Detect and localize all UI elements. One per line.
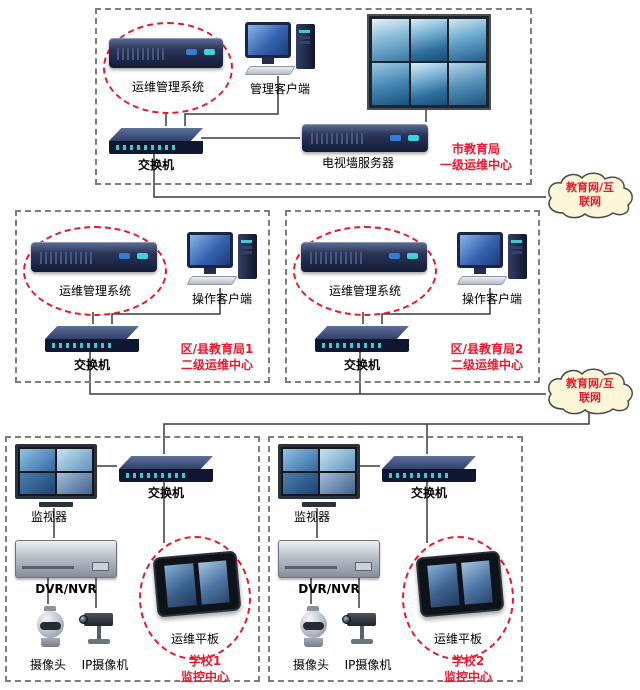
cloud-label-line: 联网 — [579, 195, 601, 208]
district-switch-icon — [315, 326, 409, 352]
cloud-label-line: 教育网/互 — [565, 377, 615, 391]
title-line: 二级运维中心 — [180, 357, 253, 372]
district-switch-label: 交换机 — [73, 358, 110, 372]
internet-cloud-1: 教育网/互 联网 — [543, 170, 637, 220]
cloud-label-line: 教育网/互 — [565, 181, 615, 195]
district-switch-label: 交换机 — [343, 358, 380, 372]
title-line: 区/县教育局1 — [180, 342, 254, 356]
school-switch-icon — [382, 456, 476, 482]
ip-camera-icon — [340, 608, 384, 648]
cloud-label: 教育网/互 联网 — [543, 366, 637, 416]
dome-camera-icon — [295, 606, 331, 654]
ip-camera-icon — [77, 608, 121, 648]
city-switch-icon — [109, 128, 203, 154]
district-center-title: 区/县教育局1 二级运维中心 — [165, 342, 269, 373]
city-switch-label: 交换机 — [137, 158, 174, 172]
tablet-icon — [415, 550, 505, 618]
tablet-icon — [152, 550, 242, 618]
cloud-icon — [548, 172, 633, 219]
district-center-box-2: 运维管理系统 操作客户端 交换机 区/县教育局2 二级运维中心 — [285, 210, 540, 383]
school-switch-icon — [119, 456, 213, 482]
cloud-label: 教育网/互 联网 — [543, 170, 637, 220]
city-oms-label: 运维管理系统 — [131, 80, 204, 94]
title-line: 监控中心 — [443, 669, 492, 684]
dvr-icon — [15, 540, 117, 578]
dvr-icon — [278, 540, 380, 578]
district-oms-highlight-ellipse — [23, 226, 167, 316]
district-oms-server-icon — [301, 242, 427, 272]
management-client-label: 管理客户端 — [249, 82, 310, 96]
title-line: 市教育局 — [451, 142, 500, 156]
operator-client-label: 操作客户端 — [191, 292, 252, 306]
operator-client-label: 操作客户端 — [461, 292, 522, 306]
operator-client-icon — [456, 232, 527, 288]
monitor-label: 监视器 — [30, 510, 67, 524]
district-center-box-1: 运维管理系统 操作客户端 交换机 区/县教育局1 二级运维中心 — [15, 210, 270, 383]
tablet-label: 运维平板 — [170, 632, 219, 646]
tablet-highlight-ellipse — [139, 536, 251, 660]
operator-client-icon — [186, 232, 257, 288]
dvr-label: DVR/NVR — [298, 582, 360, 596]
district-oms-highlight-ellipse — [293, 226, 437, 316]
city-oms-server-icon — [109, 38, 223, 68]
district-oms-label: 运维管理系统 — [58, 284, 131, 298]
title-line: 区/县教育局2 — [450, 342, 524, 356]
school-title: 学校2 监控中心 — [416, 654, 520, 685]
monitor-label: 监视器 — [293, 510, 330, 524]
title-line: 学校1 — [188, 654, 222, 668]
school-title: 学校1 监控中心 — [153, 654, 257, 685]
ip-camera-label: IP摄像机 — [344, 658, 392, 672]
district-center-title: 区/县教育局2 二级运维中心 — [435, 342, 539, 373]
district-oms-label: 运维管理系统 — [328, 284, 401, 298]
tablet-highlight-ellipse — [402, 536, 514, 660]
tvwall-server-label: 电视墙服务器 — [321, 156, 394, 170]
tablet-label: 运维平板 — [433, 632, 482, 646]
tvwall-server-icon — [302, 124, 428, 152]
school-switch-label: 交换机 — [410, 486, 447, 500]
city-center-title: 市教育局 一级运维中心 — [427, 142, 525, 173]
school-switch-label: 交换机 — [147, 486, 184, 500]
monitor-icon — [278, 444, 360, 508]
dome-camera-label: 摄像头 — [292, 658, 329, 672]
district-switch-icon — [45, 326, 139, 352]
dvr-label: DVR/NVR — [35, 582, 97, 596]
monitor-icon — [15, 444, 97, 508]
district-oms-server-icon — [31, 242, 157, 272]
ip-camera-label: IP摄像机 — [81, 658, 129, 672]
video-wall-icon — [367, 14, 491, 110]
school-box-1: 监视器 交换机 DVR/NVR 摄像头 IP摄像机 运维平板 学校1 监控中心 — [5, 436, 260, 685]
title-line: 监控中心 — [180, 669, 229, 684]
cloud-label-line: 联网 — [579, 391, 601, 404]
cloud-icon — [548, 368, 633, 415]
dome-camera-label: 摄像头 — [29, 658, 66, 672]
dome-camera-icon — [32, 606, 68, 654]
internet-cloud-2: 教育网/互 联网 — [543, 366, 637, 416]
title-line: 一级运维中心 — [439, 157, 512, 172]
management-client-icon — [244, 22, 315, 78]
city-center-box: 运维管理系统 管理客户端 交换机 电视墙服务器 市教育局 一级运维中心 — [95, 8, 532, 185]
city-oms-highlight-ellipse — [103, 22, 233, 114]
title-line: 学校2 — [451, 654, 485, 668]
school-box-2: 监视器 交换机 DVR/NVR 摄像头 IP摄像机 运维平板 学校2 监控中心 — [268, 436, 523, 685]
title-line: 二级运维中心 — [450, 357, 523, 372]
